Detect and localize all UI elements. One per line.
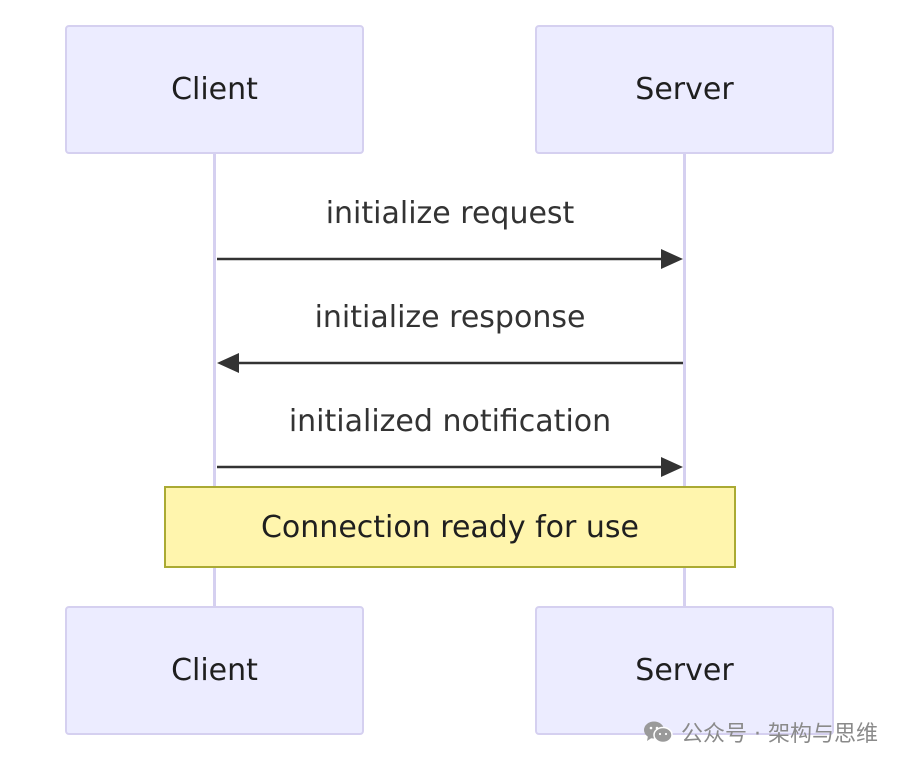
- wechat-icon: [644, 721, 673, 744]
- message-label: initialized notification: [288, 404, 612, 439]
- client-actor-bottom: Client: [65, 606, 364, 735]
- server-actor-top: Server: [535, 25, 834, 154]
- watermark: 公众号 · 架构与思维: [643, 716, 878, 748]
- client-actor-label: Client: [171, 72, 258, 107]
- server-actor-label: Server: [635, 653, 734, 688]
- client-lifeline: [213, 154, 216, 606]
- client-actor-top: Client: [65, 25, 364, 154]
- watermark-text: 公众号 · 架构与思维: [681, 722, 878, 747]
- message-label: initialize response: [314, 300, 586, 335]
- message-label: initialize request: [325, 196, 575, 231]
- server-lifeline: [683, 154, 686, 606]
- note-text: Connection ready for use: [260, 509, 640, 545]
- arrow-initialized-notification: [217, 457, 683, 477]
- arrow-initialize-request: [217, 249, 683, 269]
- note-box: Connection ready for use: [164, 486, 736, 568]
- client-actor-label: Client: [171, 653, 258, 688]
- server-actor-bottom: Server: [535, 606, 834, 735]
- server-actor-label: Server: [635, 72, 734, 107]
- arrow-initialize-response: [217, 353, 683, 373]
